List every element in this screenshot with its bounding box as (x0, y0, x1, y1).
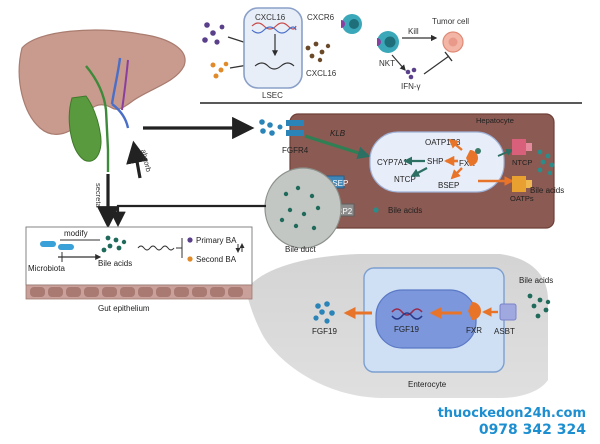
orange-molecules-icon (210, 61, 229, 79)
lsec-cell (243, 7, 303, 89)
ntcp-right-label: NTCP (512, 158, 532, 167)
cxcl16-mid-label: CXCL16 (306, 69, 337, 78)
asbt-label: ASBT (494, 327, 515, 336)
bile-acids-hep-label: Bile acids (530, 186, 564, 195)
enterocyte-panel: FGF19 FXR ASBT Bile acids FGF19 Enterocy… (312, 267, 553, 389)
watermark-site: thuockedon24h.com (437, 406, 586, 421)
second-ba-label: Second BA (196, 255, 237, 264)
bile-duct-label: Bile duct (285, 245, 316, 254)
secreta-label: secreta (94, 183, 103, 208)
microbiota-icon (40, 241, 56, 247)
fxr-to-bsep-arrow (450, 167, 463, 180)
klb-label: KLB (330, 129, 346, 138)
dna-icon (391, 308, 423, 316)
bsep-inner-label: BSEP (438, 181, 459, 190)
asbt-transporter (499, 303, 517, 321)
gut-lumen (25, 226, 253, 286)
ifn-inhibit-bar (444, 51, 453, 62)
klb-arrow (304, 134, 371, 160)
fgfr4-label: FGFR4 (282, 146, 309, 155)
cxcr6-receptor-icon (341, 20, 345, 28)
fgf19-molecules-icon (259, 119, 283, 136)
primary-ba-dot (187, 237, 193, 243)
hepatocyte-label: Hepatocyte (476, 116, 514, 125)
hepatocyte-panel: Hepatocyte FGFR4 KLB OATP1B3 CYP7A1 SHP … (259, 113, 564, 229)
absorb-arrow (126, 140, 149, 179)
ifn-arrow (391, 54, 406, 71)
purple-molecules-icon (202, 22, 225, 45)
modify-label: modify (64, 229, 88, 238)
fxr-hep-label: FXR (459, 159, 475, 168)
fgf19-out-molecules-icon (313, 301, 335, 324)
gallbladder-icon (68, 95, 102, 162)
bile-duct-to-gut-arrow (110, 204, 266, 228)
ifn-label: IFN-γ (401, 82, 421, 91)
fxr-to-oatp1b3-arrow (448, 138, 463, 151)
mrna-icon (254, 62, 295, 70)
bile-acids-gut-label: Bile acids (98, 259, 132, 268)
fgf19-inner-label: FGF19 (394, 325, 419, 334)
oatps-transporter (512, 176, 526, 192)
microbiota-label: Microbiota (28, 264, 65, 273)
ifn-to-tumor-line (423, 55, 450, 75)
cyp7a1-label: CYP7A1 (377, 158, 408, 167)
bsep-box-label: BSEP (327, 179, 348, 188)
nkt-label: NKT (379, 59, 395, 68)
ntcp-transporter (512, 139, 526, 155)
primary-ba-label: Primary BA (196, 236, 237, 245)
bile-acids-molecules-icon (537, 149, 555, 176)
fxr-ent-label: FXR (466, 326, 482, 335)
cxcl16-molecules-icon (305, 41, 331, 63)
enterocyte-label: Enterocyte (408, 380, 447, 389)
second-ba-dot (187, 256, 193, 262)
fgf19-out-label: FGF19 (312, 327, 337, 336)
lsec-panel: CXCL16 LSEC CXCL16 CXCR6 NKT Kill Tumor … (202, 7, 469, 100)
gut-bile-acids-icon (101, 235, 127, 253)
enterocyte-nucleus (375, 289, 477, 349)
liver-illustration (18, 29, 186, 172)
kill-label: Kill (408, 27, 419, 36)
watermark-phone: 0978 342 324 (478, 422, 586, 438)
oatps-label: OATPs (510, 194, 534, 203)
bile-acids-duct-label: Bile acids (388, 206, 422, 215)
gut-panel: Gut epithelium Microbiota modify Bile ac… (25, 226, 253, 313)
oatp1b3-label: OATP1B3 (425, 138, 461, 147)
cxcr6-label: CXCR6 (307, 13, 335, 22)
bile-acids-ent-label: Bile acids (519, 276, 553, 285)
cxcl16-top-label: CXCL16 (255, 13, 286, 22)
ifn-molecules-icon (405, 67, 417, 80)
tumor-cell-label: Tumor cell (432, 17, 469, 26)
wavy-connector (137, 245, 175, 251)
dna-strand-icon (251, 22, 297, 30)
nkt-receptor-icon (377, 38, 381, 46)
shp-label: SHP (427, 157, 443, 166)
gut-epithelium-label: Gut epithelium (98, 304, 150, 313)
ntcp-inner-label: NTCP (394, 175, 416, 184)
lsec-label: LSEC (262, 91, 283, 100)
fxr-receptor-icon (466, 150, 478, 166)
nucleus-to-ntcp-arrow (497, 148, 514, 157)
dna-strand-icon (251, 26, 297, 34)
bile-duct: Bile duct (264, 167, 342, 254)
absorb-label: absorb (139, 148, 153, 172)
hepatocyte-nucleus (369, 131, 505, 193)
shp-to-ntcp-arrow (410, 167, 428, 177)
fgfr4-receptor (286, 120, 304, 126)
enterocyte-bile-acids-icon (527, 293, 551, 319)
fxr-ent-icon (468, 302, 481, 320)
